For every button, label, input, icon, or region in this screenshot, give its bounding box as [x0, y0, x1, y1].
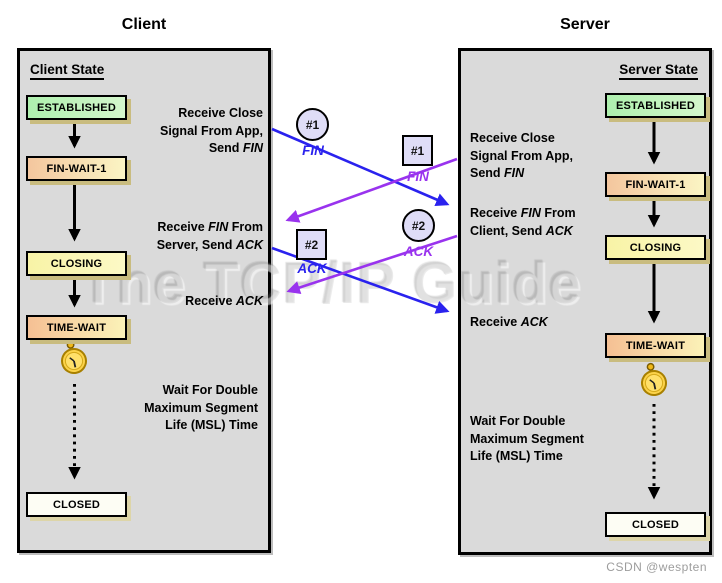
server-state-closed: CLOSED	[605, 512, 706, 537]
client-state-established: ESTABLISHED	[26, 95, 127, 120]
client-note-receive-ack: Receive ACK	[185, 294, 263, 308]
server-timer-icon	[641, 362, 667, 396]
client-state-fin-wait-1: FIN-WAIT-1	[26, 156, 127, 181]
server-state-closing: CLOSING	[605, 235, 706, 260]
server-state-header: Server State	[619, 62, 698, 80]
server-state-time-wait: TIME-WAIT	[605, 333, 706, 358]
server-note-wait-msl: Wait For Double Maximum Segment Life (MS…	[470, 414, 584, 463]
client-state-header: Client State	[30, 62, 105, 80]
server-ack-badge: #2	[402, 209, 435, 242]
client-timer-icon	[61, 340, 87, 374]
watermark-text: The TCP/IP Guide	[80, 251, 582, 316]
server-fin-label: FIN	[407, 169, 429, 184]
server-note-receive-fin: Receive FIN From Client, Send ACK	[470, 206, 576, 238]
server-ack-label: ACK	[403, 244, 434, 259]
server-note-receive-close: Receive Close Signal From App, Send FIN	[470, 131, 574, 180]
client-note-receive-fin: Receive FIN From Server, Send ACK	[156, 220, 263, 252]
server-fin-badge: #1	[402, 135, 433, 166]
client-panel	[17, 48, 271, 553]
client-fin-segment-arrow	[271, 127, 450, 206]
server-state-established: ESTABLISHED	[605, 93, 706, 118]
client-title: Client	[121, 16, 167, 33]
server-state-fin-wait-1: FIN-WAIT-1	[605, 172, 706, 197]
credit-text: CSDN @wespten	[606, 560, 707, 574]
server-ack-segment-arrow	[286, 234, 458, 295]
client-state-closed: CLOSED	[26, 492, 127, 517]
client-state-closing: CLOSING	[26, 251, 127, 276]
server-title: Server	[560, 16, 610, 33]
client-fin-badge: #1	[296, 108, 329, 141]
server-note-receive-ack: Receive ACK	[470, 315, 548, 329]
client-note-receive-close: Receive Close Signal From App, Send FIN	[159, 106, 263, 155]
server-panel	[458, 48, 712, 555]
client-state-time-wait: TIME-WAIT	[26, 315, 127, 340]
client-ack-label: ACK	[297, 261, 327, 276]
client-note-wait-msl: Wait For Double Maximum Segment Life (MS…	[144, 383, 258, 432]
client-fin-label: FIN	[302, 143, 324, 158]
client-ack-badge: #2	[296, 229, 327, 260]
server-fin-segment-arrow	[285, 157, 458, 223]
